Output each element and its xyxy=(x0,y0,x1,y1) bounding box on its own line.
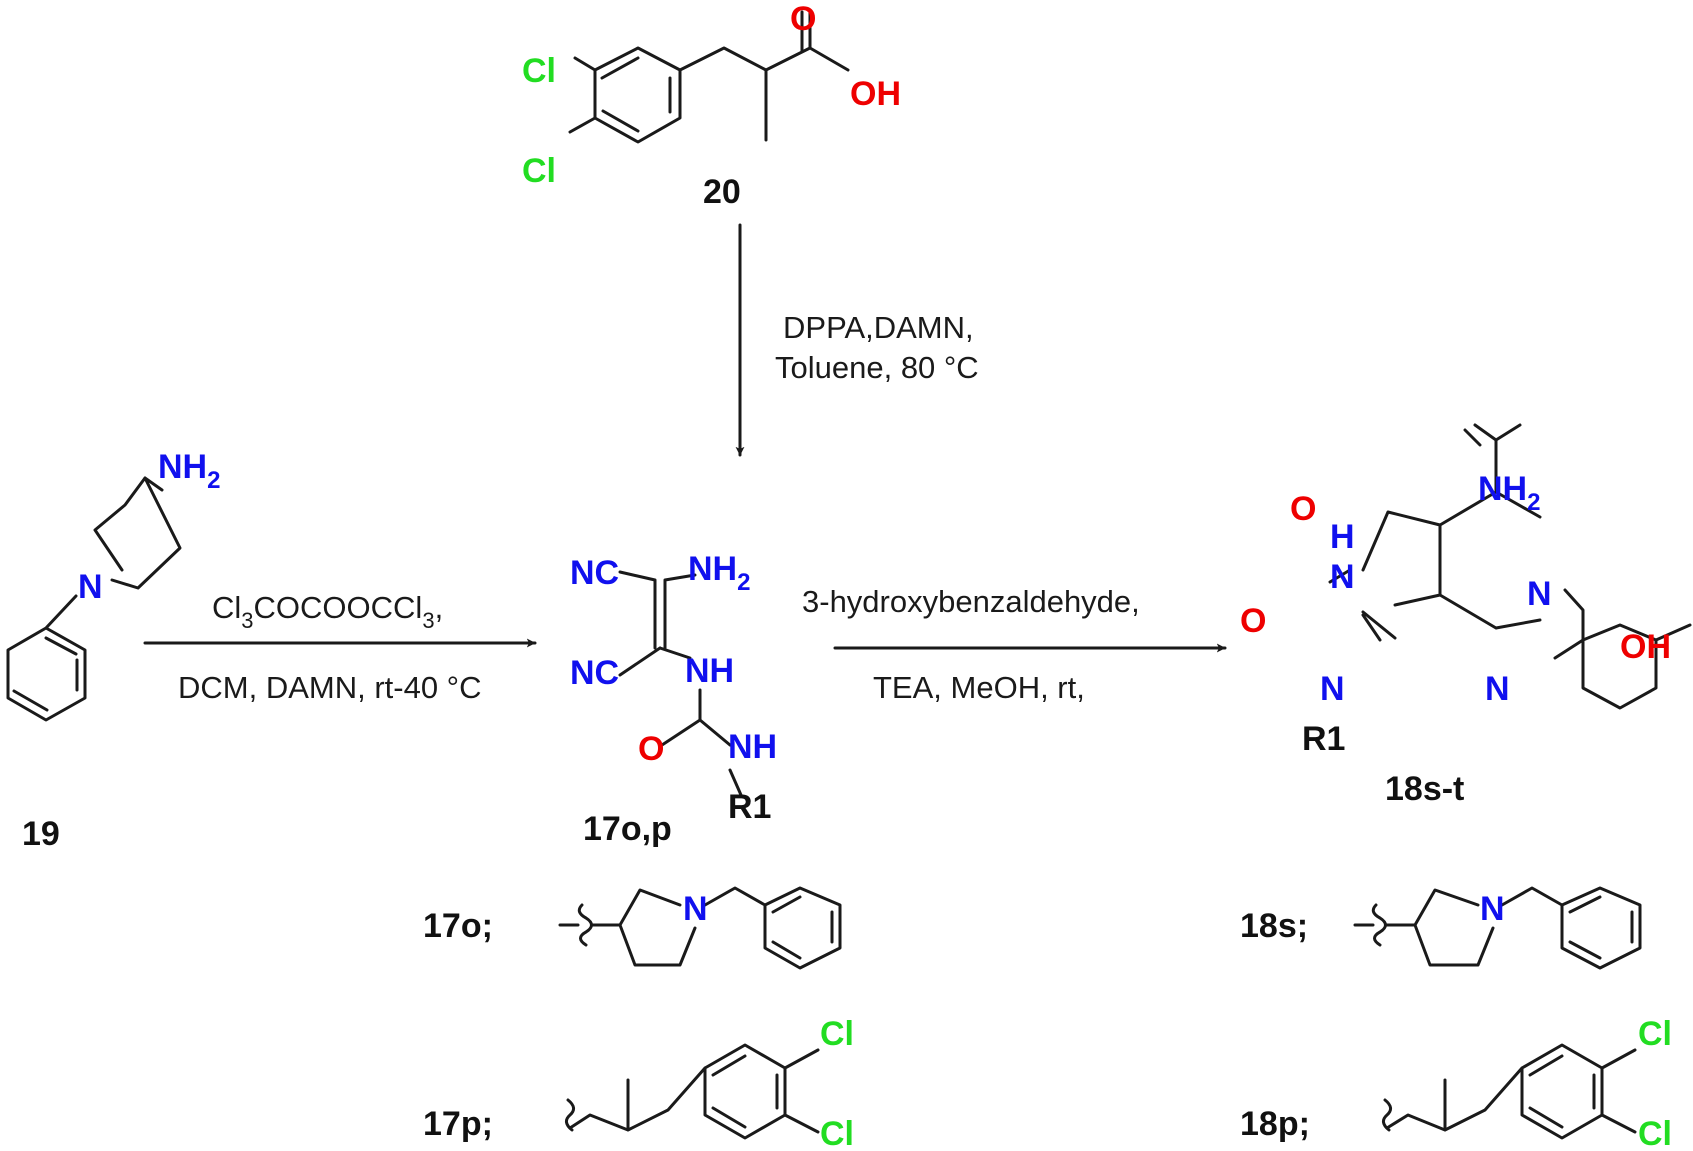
compound-20: O OH Cl Cl 20 xyxy=(522,0,901,211)
chlorine-atom: Cl xyxy=(522,152,556,190)
amino-group: NH xyxy=(688,550,737,588)
r1-group: R1 xyxy=(728,788,771,826)
urea-oxygen: O xyxy=(1240,602,1266,640)
chlorine-atom: Cl xyxy=(820,1115,854,1151)
substituent-label: 17o; xyxy=(423,907,493,945)
substituent-label: 18s; xyxy=(1240,907,1308,945)
svg-text:NH2: NH2 xyxy=(158,448,220,494)
substituent-18s-bonds xyxy=(1353,886,1642,970)
condition-text: Cl3COCOOCCl3, xyxy=(212,590,443,633)
substituent-label: 18p; xyxy=(1240,1105,1310,1143)
subscript: 2 xyxy=(207,467,220,494)
subscript: 2 xyxy=(737,569,750,596)
compound-17op: NC NC NH2 NH O NH R1 17o,p xyxy=(570,550,777,848)
compound-19: NH2 N 19 xyxy=(6,448,220,853)
hydroxyl-group: OH xyxy=(850,75,901,113)
svg-text:NH2: NH2 xyxy=(688,550,750,596)
chlorine-atom: Cl xyxy=(1638,1115,1672,1151)
chlorine-atom: Cl xyxy=(522,52,556,90)
amide-amino-group: NH xyxy=(1478,470,1527,508)
compound-18st: O NH2 H N N O N N R1 OH 18s-t xyxy=(1240,423,1692,808)
nitrogen-atom: N xyxy=(683,890,708,928)
chlorine-atom: Cl xyxy=(1638,1015,1672,1053)
compound-17op-bonds xyxy=(618,570,743,797)
r1-group: R1 xyxy=(1302,720,1345,758)
amino-group: NH xyxy=(158,448,207,486)
compound-20-bonds xyxy=(568,10,850,144)
urea-nh: NH xyxy=(728,728,777,766)
reagent-part: , xyxy=(435,590,444,625)
hydrogen-atom: H xyxy=(1330,518,1355,556)
compound-label: 20 xyxy=(703,173,741,211)
nitrogen-atom: N xyxy=(1480,890,1505,928)
condition-text: TEA, MeOH, rt, xyxy=(873,670,1085,705)
condition-text: DCM, DAMN, rt-40 °C xyxy=(178,670,481,705)
condition-text: DPPA,DAMN, xyxy=(783,310,974,345)
carbonyl-oxygen: O xyxy=(638,730,664,768)
nitrogen-atom: N xyxy=(1330,558,1355,596)
condition-text: 3-hydroxybenzaldehyde, xyxy=(802,584,1140,619)
substituent-label: 17p; xyxy=(423,1105,493,1143)
nitrogen-atom: N xyxy=(78,568,103,606)
nitrogen-atom: N xyxy=(1527,575,1552,613)
amide-oxygen: O xyxy=(1290,490,1316,528)
compound-label: 19 xyxy=(22,815,60,853)
nitrogen-atom: N xyxy=(1485,670,1510,708)
compound-label: 18s-t xyxy=(1385,770,1464,808)
substituent-17o: 17o; N xyxy=(423,886,842,970)
oxygen-atom: O xyxy=(790,0,816,38)
compound-18st-bonds xyxy=(1328,423,1692,710)
substituent-18p: 18p; Cl Cl xyxy=(1240,1015,1672,1151)
compound-19-bonds xyxy=(6,476,182,722)
nitrile-group: NC xyxy=(570,654,619,692)
subscript: 3 xyxy=(422,608,434,633)
nitrile-group: NC xyxy=(570,554,619,592)
compound-label: 17o,p xyxy=(583,810,672,848)
nitrogen-atom: N xyxy=(1320,670,1345,708)
reagent-part: Cl xyxy=(212,590,241,625)
condition-text: Toluene, 80 °C xyxy=(775,350,979,385)
substituent-18p-bonds xyxy=(1382,1043,1637,1140)
chlorine-atom: Cl xyxy=(820,1015,854,1053)
subscript: 2 xyxy=(1527,489,1540,516)
amine-nh: NH xyxy=(685,652,734,690)
substituent-17p-bonds xyxy=(565,1043,820,1140)
reagent-part: COCOOCCl xyxy=(254,590,423,625)
svg-text:NH2: NH2 xyxy=(1478,470,1540,516)
substituent-17o-bonds xyxy=(558,886,842,970)
substituent-18s: 18s; N xyxy=(1240,886,1642,970)
substituent-17p: 17p; Cl Cl xyxy=(423,1015,854,1151)
subscript: 3 xyxy=(241,608,253,633)
hydroxyl-group: OH xyxy=(1620,628,1671,666)
